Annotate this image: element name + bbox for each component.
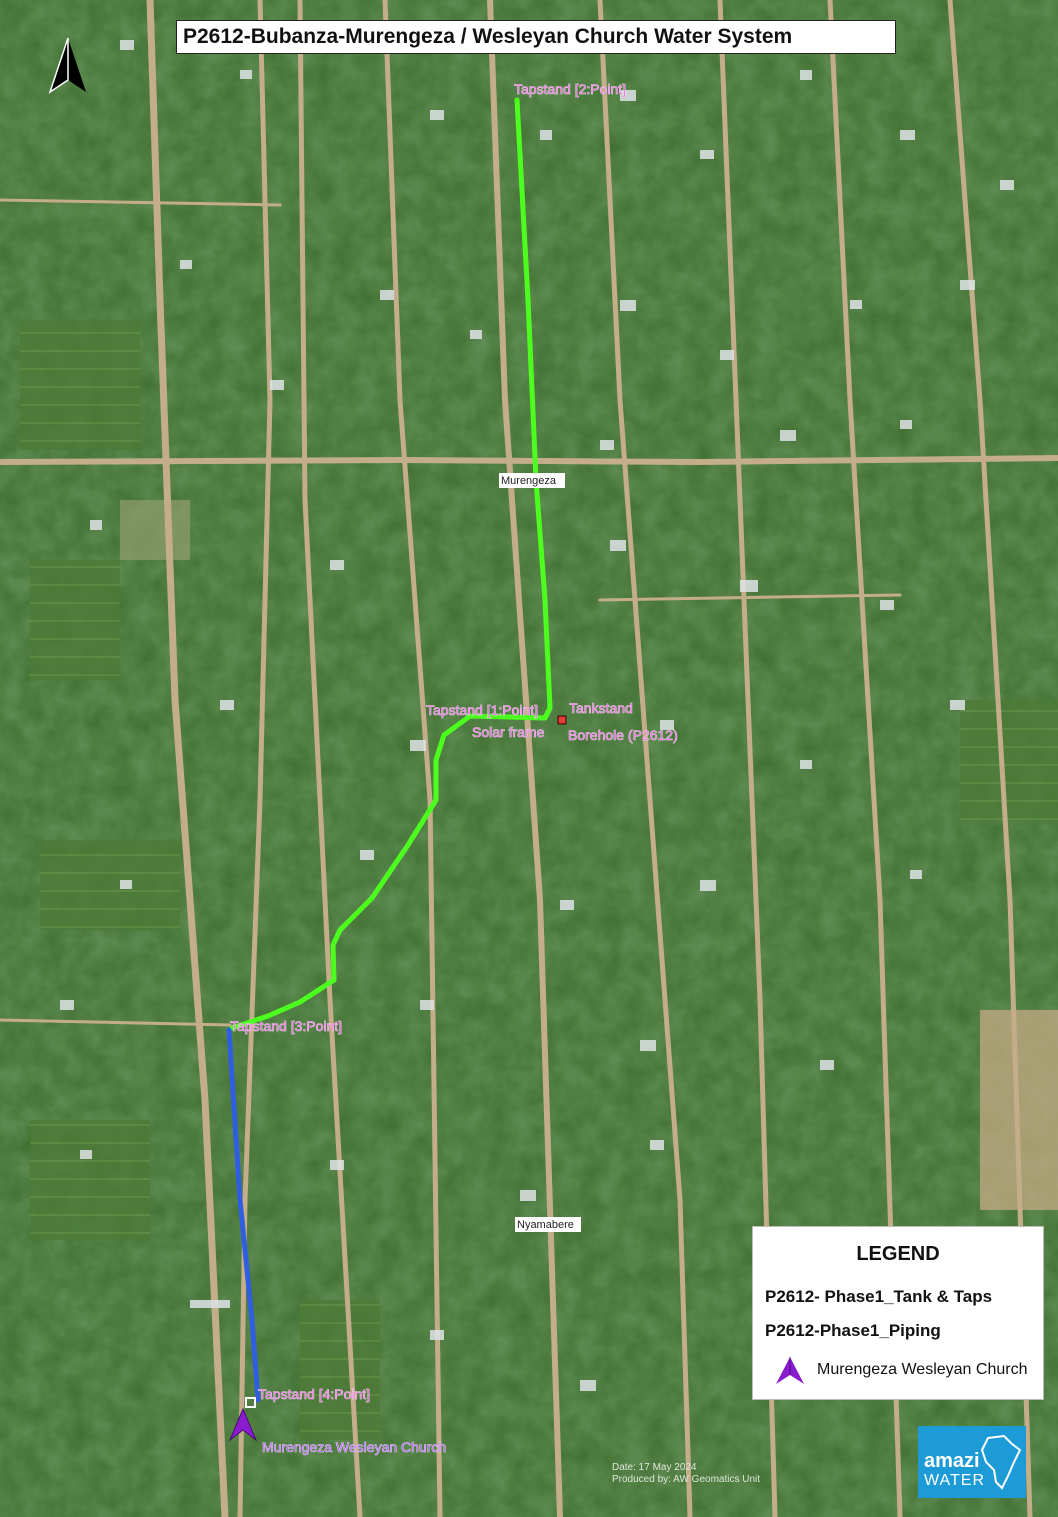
map-title-box: P2612-Bubanza-Murengeza / Wesleyan Churc… xyxy=(176,20,896,54)
legend-panel: LEGEND P2612- Phase1_Tank & Taps P2612-P… xyxy=(752,1226,1044,1400)
label-tapstand-4: Tapstand [4:Point] xyxy=(258,1386,370,1402)
church-tent-icon xyxy=(776,1357,804,1384)
legend-title: LEGEND xyxy=(856,1243,940,1265)
tapstand-4-marker[interactable] xyxy=(245,1397,256,1408)
map-title: P2612-Bubanza-Murengeza / Wesleyan Churc… xyxy=(183,25,793,48)
map-credits: Date: 17 May 2024 Produced by: AW Geomat… xyxy=(612,1462,760,1486)
label-tapstand-3: Tapstand [3:Point] xyxy=(230,1018,342,1034)
church-tent-icon[interactable] xyxy=(228,1407,258,1442)
piping-lines[interactable] xyxy=(226,97,553,1403)
label-tapstand-1: Tapstand [1:Point] xyxy=(426,702,538,718)
label-borehole: Borehole (P2612) xyxy=(568,727,678,743)
blue-piping-line xyxy=(226,1027,261,1403)
label-solar-frame: Solar frame xyxy=(472,724,545,740)
place-nyamabere: Nyamabere xyxy=(517,1219,574,1231)
logo-sub: WATER xyxy=(924,1472,985,1489)
logo-word: amazi xyxy=(924,1450,980,1472)
green-piping-line xyxy=(229,97,553,1031)
legend-item-tank-taps: P2612- Phase1_Tank & Taps xyxy=(765,1287,993,1306)
africa-icon xyxy=(980,1434,1022,1490)
map-date: Date: 17 May 2024 xyxy=(612,1462,697,1473)
crop-fields xyxy=(20,320,1058,1440)
north-arrow-icon xyxy=(48,37,86,94)
building-roofs xyxy=(60,40,1014,1391)
legend-item-piping: P2612-Phase1_Piping xyxy=(765,1321,941,1340)
map-producer: Produced by: AW Geomatics Unit xyxy=(612,1474,761,1485)
tankstand-marker[interactable] xyxy=(557,715,567,725)
place-label-bg-nyamabere xyxy=(515,1217,581,1232)
legend-item-church: Murengeza Wesleyan Church xyxy=(817,1361,1028,1378)
place-label-bg-murengeza xyxy=(499,473,565,488)
label-wesleyan-church: Murengeza Wesleyan Church xyxy=(262,1439,446,1455)
place-murengeza: Murengeza xyxy=(501,475,557,487)
amazi-water-logo: amazi WATER xyxy=(918,1426,1026,1498)
label-tankstand: Tankstand xyxy=(569,700,633,716)
label-tapstand-2: Tapstand [2:Point] xyxy=(514,81,626,97)
